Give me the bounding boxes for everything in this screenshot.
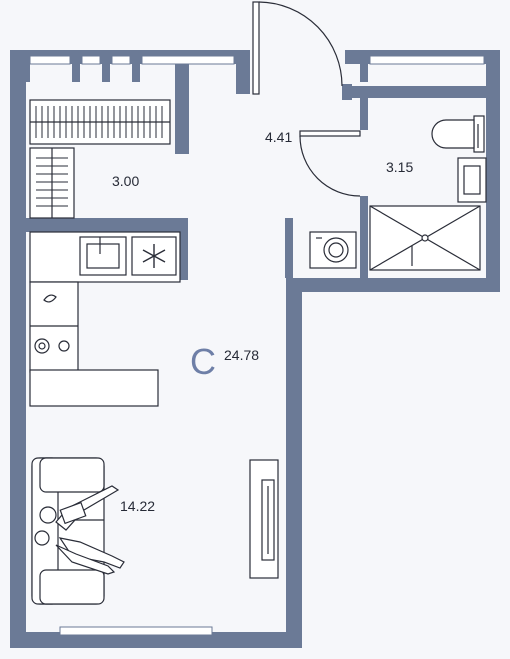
label-storage: 3.00 [112, 173, 139, 189]
person-icon [34, 485, 125, 575]
bathroom-door [299, 130, 361, 197]
sofa [31, 457, 105, 605]
label-hall: 4.41 [265, 129, 292, 145]
studio-mark: С [190, 341, 216, 382]
entrance-door [252, 1, 343, 95]
windows [29, 55, 485, 636]
label-bathroom: 3.15 [386, 159, 413, 175]
stove-icon [34, 338, 70, 354]
label-main-area: 24.78 [224, 347, 259, 363]
shower [369, 205, 481, 271]
tv-unit [249, 459, 279, 579]
dishwasher-icon [43, 294, 57, 303]
toilet [431, 115, 485, 153]
bathroom-sink [457, 157, 487, 203]
washing-machine [309, 231, 357, 269]
kitchen [29, 231, 181, 407]
snowflake-icon [142, 244, 166, 268]
label-living: 14.22 [120, 498, 155, 514]
wardrobe [29, 99, 171, 219]
